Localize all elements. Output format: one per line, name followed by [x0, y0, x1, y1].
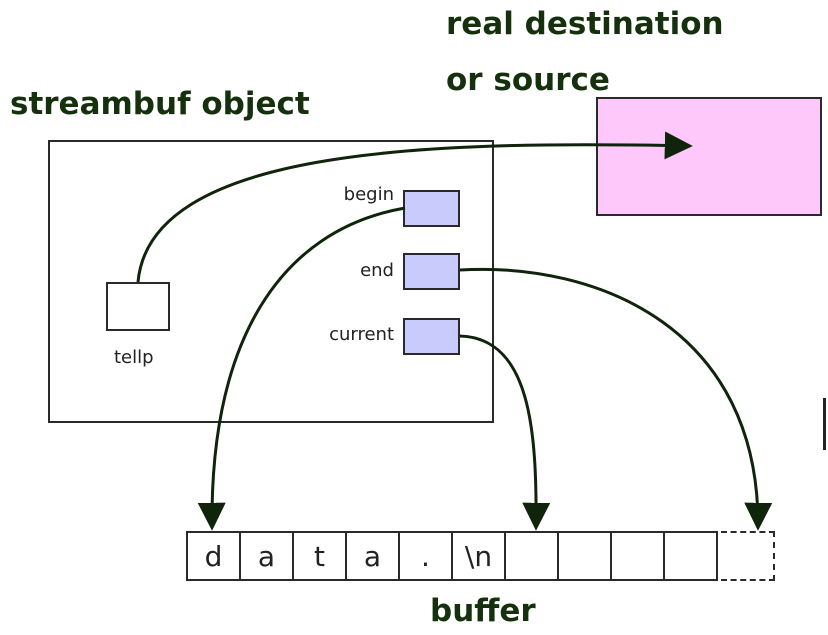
destination-box [596, 97, 822, 216]
buffer-cell [506, 533, 559, 579]
buffer-cell: a [347, 533, 400, 579]
edge-mark [823, 398, 826, 450]
tellp-box [106, 282, 170, 331]
begin-pointer-box [403, 190, 460, 227]
buffer-cell: . [400, 533, 453, 579]
destination-title-line-2: or source [446, 62, 610, 98]
buffer-spare-cell [721, 531, 775, 581]
buffer-cell [665, 533, 718, 579]
buffer-cell: t [294, 533, 347, 579]
begin-label: begin [343, 184, 394, 205]
buffer-cell: a [241, 533, 294, 579]
current-pointer-box [403, 318, 460, 355]
end-label: end [360, 260, 394, 281]
end-arrow [459, 267, 773, 531]
buffer-label: buffer [430, 593, 536, 629]
buffer-cell [559, 533, 612, 579]
destination-title-line-1: real destination [446, 6, 724, 42]
current-label: current [329, 324, 394, 345]
buffer-cell: \n [453, 533, 506, 579]
buffer-cell: d [188, 533, 241, 579]
tellp-label: tellp [114, 347, 154, 368]
destination-title: real destination or source [446, 6, 724, 118]
buffer-cell [612, 533, 665, 579]
end-pointer-box [403, 253, 460, 290]
streambuf-object-title: streambuf object [10, 86, 310, 122]
